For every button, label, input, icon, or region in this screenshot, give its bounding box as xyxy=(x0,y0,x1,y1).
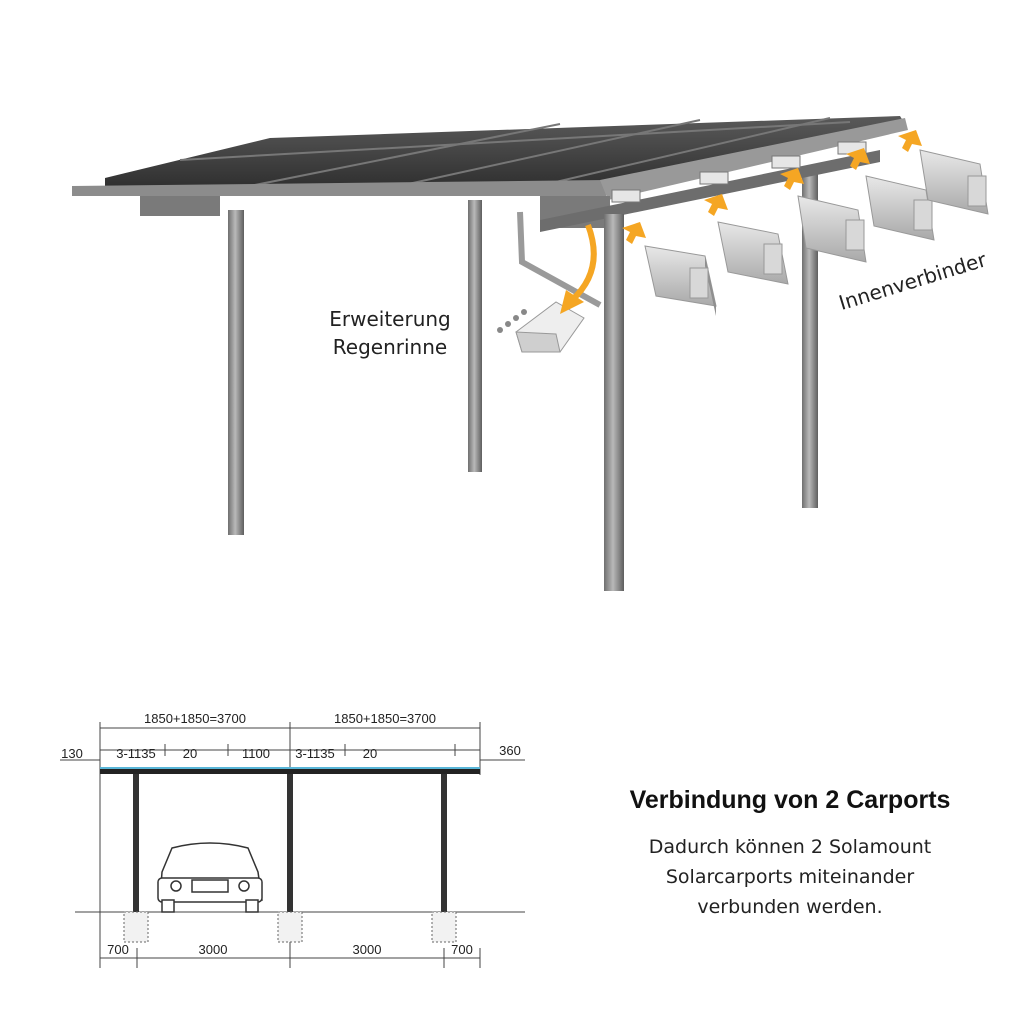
connector-box-1 xyxy=(644,245,717,316)
extension-arrow-head xyxy=(560,290,584,314)
arrow-icon xyxy=(780,168,804,190)
extension-arrow xyxy=(569,223,597,303)
connector-box-2 xyxy=(717,221,789,285)
downpipe xyxy=(517,211,602,308)
posts-section xyxy=(133,774,447,940)
solar-roof xyxy=(105,116,905,190)
gutter-extension-part xyxy=(497,301,585,353)
description-line-2: Solarcarports miteinander xyxy=(665,866,915,888)
dim-3000-right: 3000 xyxy=(353,942,382,957)
dim-3-1135-b: 3-1135 xyxy=(295,746,335,761)
post-back-left xyxy=(468,200,482,472)
connection-description: Dadurch können 2 Solamount Solarcarports… xyxy=(580,832,1000,922)
dim-3-1135-a: 3-1135 xyxy=(116,746,156,761)
rail-left xyxy=(140,196,220,216)
arrow-icon xyxy=(846,148,870,170)
connector-box-4 xyxy=(865,175,935,241)
technical-drawing: 1850+1850=3700 1850+1850=3700 130 3-1135… xyxy=(60,711,525,968)
post-front-left xyxy=(228,210,244,535)
dim-top-2: 1850+1850=3700 xyxy=(334,711,436,726)
dim-3000-left: 3000 xyxy=(199,942,228,957)
dim-700-left: 700 xyxy=(107,942,129,957)
panel-seams xyxy=(179,117,851,189)
dim-130: 130 xyxy=(61,746,83,761)
front-beam xyxy=(72,180,606,196)
post-back-right xyxy=(802,170,818,508)
post-front-right xyxy=(604,214,624,591)
connector-box-5 xyxy=(919,149,989,215)
insert-arrows xyxy=(622,130,922,244)
foundations-section xyxy=(123,911,457,943)
inner-connectors xyxy=(644,149,989,316)
roof-section xyxy=(100,768,480,774)
dim-20-b: 20 xyxy=(363,746,377,761)
arrow-icon xyxy=(704,194,728,216)
arrow-icon xyxy=(898,130,922,152)
connector-slots xyxy=(611,141,867,203)
side-beam xyxy=(600,118,908,200)
description-line-3: verbunden werden. xyxy=(697,896,883,918)
gutter-extension-label: Erweiterung Regenrinne xyxy=(300,305,480,361)
dim-20-a: 20 xyxy=(183,746,197,761)
connection-heading: Verbindung von 2 Carports xyxy=(629,786,951,814)
arrow-icon xyxy=(622,222,646,244)
description-line-1: Dadurch können 2 Solamount xyxy=(648,836,932,858)
connector-box-3 xyxy=(797,195,867,263)
carport-illustration xyxy=(72,116,989,591)
dim-top-1: 1850+1850=3700 xyxy=(144,711,246,726)
gutter-extension-label-line1: Erweiterung xyxy=(329,307,451,331)
dim-700-right: 700 xyxy=(451,942,473,957)
dim-1100: 1100 xyxy=(242,746,270,761)
car-front-outline xyxy=(157,842,263,913)
gutter-extension-label-line2: Regenrinne xyxy=(332,335,448,359)
dim-360: 360 xyxy=(499,743,521,758)
